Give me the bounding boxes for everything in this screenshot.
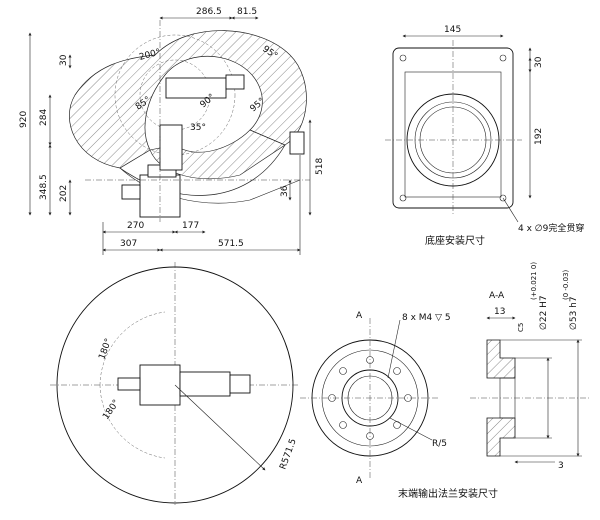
top-tool: [117, 377, 141, 391]
top-arm: [179, 371, 231, 397]
flange-bolt-circle: R/5: [432, 439, 447, 449]
section-chamfer: C5: [517, 323, 525, 332]
dim-348-5: 348.5: [39, 174, 49, 200]
section-dim-3: 3: [558, 461, 564, 471]
dim-284: 284: [39, 109, 49, 126]
dim-30-side: 30: [59, 54, 69, 66]
base-hole-note: 4 x ∅9完全贯穿: [518, 222, 584, 234]
flange-caption: 末端输出法兰安装尺寸: [398, 487, 498, 500]
base-view: 145 192 30 4 x ∅9完全贯穿 底座安装尺寸: [385, 25, 584, 247]
dim-307: 307: [120, 239, 137, 249]
base-dim-192: 192: [534, 128, 544, 145]
robot-upper-arm: [159, 124, 183, 171]
top-base: [139, 364, 181, 406]
angle-35: 35°: [190, 123, 206, 133]
dim-36: 36: [280, 185, 290, 197]
section-dim-13: 13: [494, 307, 505, 317]
dim-518: 518: [315, 158, 325, 175]
top-view: 180° 180° R571.5: [50, 262, 300, 505]
dim-81-5: 81.5: [237, 7, 257, 17]
robot-forearm: [165, 77, 227, 99]
section-lower-hatch: [486, 417, 516, 457]
dim-177: 177: [182, 221, 199, 231]
section-aa-view: A-A 13 C5 3 ∅22 H7 (+0.021 0) ∅53 h7 (0 …: [470, 262, 590, 471]
dim-286-5: 286.5: [196, 7, 222, 17]
section-upper-hatch: [486, 339, 516, 379]
top-wrist: [229, 374, 251, 394]
base-hole-br: [499, 194, 507, 202]
robot-tool-right: [289, 131, 305, 155]
dim-270: 270: [127, 221, 144, 231]
top-radius: R571.5: [278, 438, 298, 472]
dim-920: 920: [19, 111, 29, 128]
base-dim-145: 145: [444, 25, 461, 35]
tolerance-53: ∅53 h7: [569, 296, 579, 330]
base-hole-tr: [499, 54, 507, 62]
section-label: A-A: [489, 291, 505, 301]
base-hole-tl: [399, 54, 407, 62]
side-view: 286.5 81.5 920 284 348.5 202 30 518 36 2…: [19, 7, 325, 255]
side-workspace-hatch: [69, 30, 307, 169]
base-hole-bl: [399, 194, 407, 202]
section-marker-bottom: A: [356, 476, 363, 486]
section-marker-top: A: [356, 311, 363, 321]
robot-wrist: [225, 74, 245, 90]
dim-202: 202: [59, 185, 69, 202]
tolerance-22: ∅22 H7: [539, 295, 549, 330]
tolerance-53-dev: (0 -0.03): [562, 269, 570, 300]
tolerance-22-dev: (+0.021 0): [530, 262, 538, 300]
base-caption: 底座安装尺寸: [425, 234, 485, 247]
base-dim-30: 30: [534, 56, 544, 68]
robot-tool-left: [121, 184, 141, 200]
dim-571-5: 571.5: [218, 239, 244, 249]
flange-thread-note: 8 x M4 ▽ 5: [402, 313, 451, 323]
flange-view: A A 8 x M4 ▽ 5 R/5 末端输出法兰安装尺寸: [300, 311, 498, 500]
